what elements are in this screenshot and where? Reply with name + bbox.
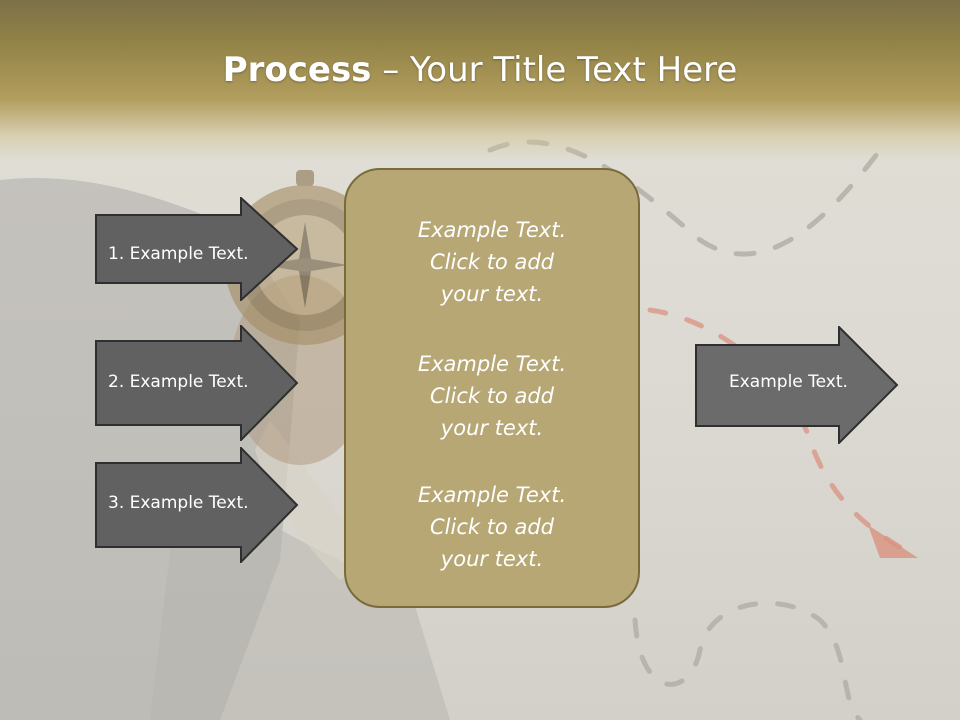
arrow-shape-1[interactable]: [95, 197, 299, 301]
center-text-box[interactable]: Example Text. Click to add your text. Ex…: [344, 168, 640, 608]
slide-title[interactable]: Process – Your Title Text Here: [0, 50, 960, 90]
text-line: Example Text.: [417, 352, 567, 376]
arrow-label-1: 1. Example Text.: [108, 244, 249, 264]
arrow-label-right: Example Text.: [729, 372, 848, 392]
arrow-shape-right[interactable]: [695, 326, 899, 444]
text-line: Example Text.: [417, 483, 567, 507]
arrow-shape-2[interactable]: [95, 325, 299, 441]
text-line: Click to add: [429, 384, 554, 408]
arrow-shape-3[interactable]: [95, 447, 299, 563]
arrow-label-3: 3. Example Text.: [108, 493, 249, 513]
arrow-label-2: 2. Example Text.: [108, 372, 249, 392]
text-block-3: Example Text. Click to add your text.: [346, 479, 638, 575]
text-line: your text.: [440, 282, 544, 306]
text-line: Click to add: [429, 250, 554, 274]
text-block-2: Example Text. Click to add your text.: [346, 348, 638, 444]
text-block-1: Example Text. Click to add your text.: [346, 214, 638, 310]
text-line: Click to add: [429, 515, 554, 539]
text-line: your text.: [440, 547, 544, 571]
text-line: your text.: [440, 416, 544, 440]
text-line: Example Text.: [417, 218, 567, 242]
title-bold: Process: [222, 50, 372, 90]
title-banner: [0, 0, 960, 160]
title-rest: – Your Title Text Here: [371, 50, 738, 90]
